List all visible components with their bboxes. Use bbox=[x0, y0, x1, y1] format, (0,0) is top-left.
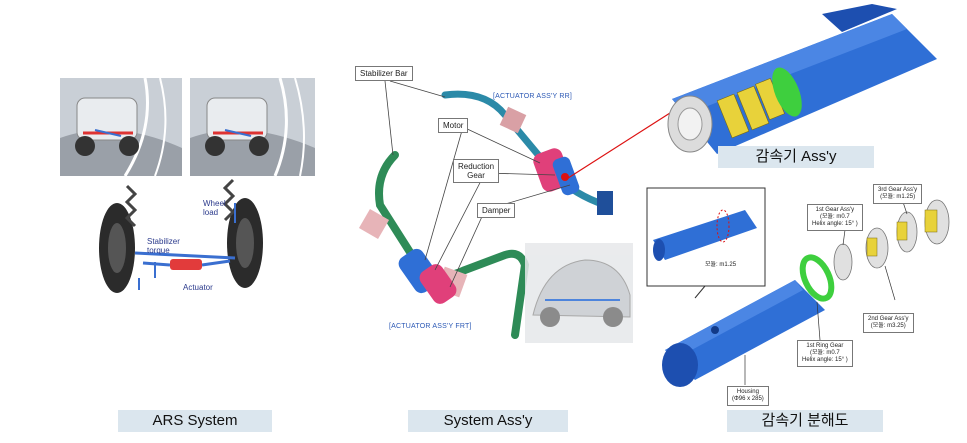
reducer-exploded-panel: 모듈: m1.25 1st Gear Ass'y (모듈: m0.7 Helix… bbox=[645, 180, 967, 406]
road-scene-right bbox=[190, 77, 315, 177]
damper-tag: Damper bbox=[477, 203, 516, 219]
reduction-gear-tag: Reduction Gear bbox=[453, 159, 500, 184]
system-assy-panel: Stabilizer Bar Motor Reduction Gear Damp… bbox=[345, 55, 635, 345]
road-scene-left bbox=[60, 77, 182, 177]
system-assy-caption: System Ass'y bbox=[408, 410, 568, 432]
connector-line bbox=[564, 112, 671, 181]
reducer-assy-panel bbox=[662, 4, 967, 164]
actuator-label: Actuator bbox=[183, 283, 213, 292]
gear3-assy-tag: 3rd Gear Ass'y (모듈: m1.25) bbox=[873, 184, 923, 204]
reducer-exploded-caption: 감속기 분해도 bbox=[727, 410, 883, 432]
inset-module-label: 모듈: m1.25 bbox=[705, 262, 737, 268]
gear2-assy-tag: 2nd Gear Ass'y (모듈: m3.25) bbox=[863, 313, 914, 333]
stabilizer-bar-tag: Stabilizer Bar bbox=[355, 66, 413, 82]
car-ghost-image bbox=[525, 243, 633, 343]
gear1-assy-tag: 1st Gear Ass'y (모듈: m0.7 Helix angle: 15… bbox=[807, 204, 863, 231]
system-assy-illustration bbox=[358, 80, 633, 343]
reducer-cutaway-illustration bbox=[667, 4, 937, 154]
actuator-frt-label: [ACTUATOR ASS'Y FRT] bbox=[389, 323, 472, 330]
ars-system-panel: Wheel load Stabilizer torque Actuator bbox=[55, 77, 325, 308]
ars-system-illustration bbox=[60, 77, 315, 293]
motor-tag: Motor bbox=[438, 118, 469, 134]
ars-system-caption: ARS System bbox=[118, 410, 272, 432]
actuator-rr-label: [ACTUATOR ASS'Y RR] bbox=[493, 93, 573, 100]
stabilizer-torque-label: Stabilizer torque bbox=[147, 237, 180, 255]
reducer-exploded-illustration bbox=[646, 187, 950, 387]
reducer-assy-caption: 감속기 Ass'y bbox=[718, 146, 874, 168]
suspension-diagram bbox=[99, 178, 263, 293]
housing-tag: Housing (Φ96 x 285) bbox=[727, 386, 769, 406]
ring-gear-tag: 1st Ring Gear (모듈: m0.7 Helix angle: 15°… bbox=[797, 340, 853, 367]
wheel-load-label: Wheel load bbox=[203, 199, 226, 217]
